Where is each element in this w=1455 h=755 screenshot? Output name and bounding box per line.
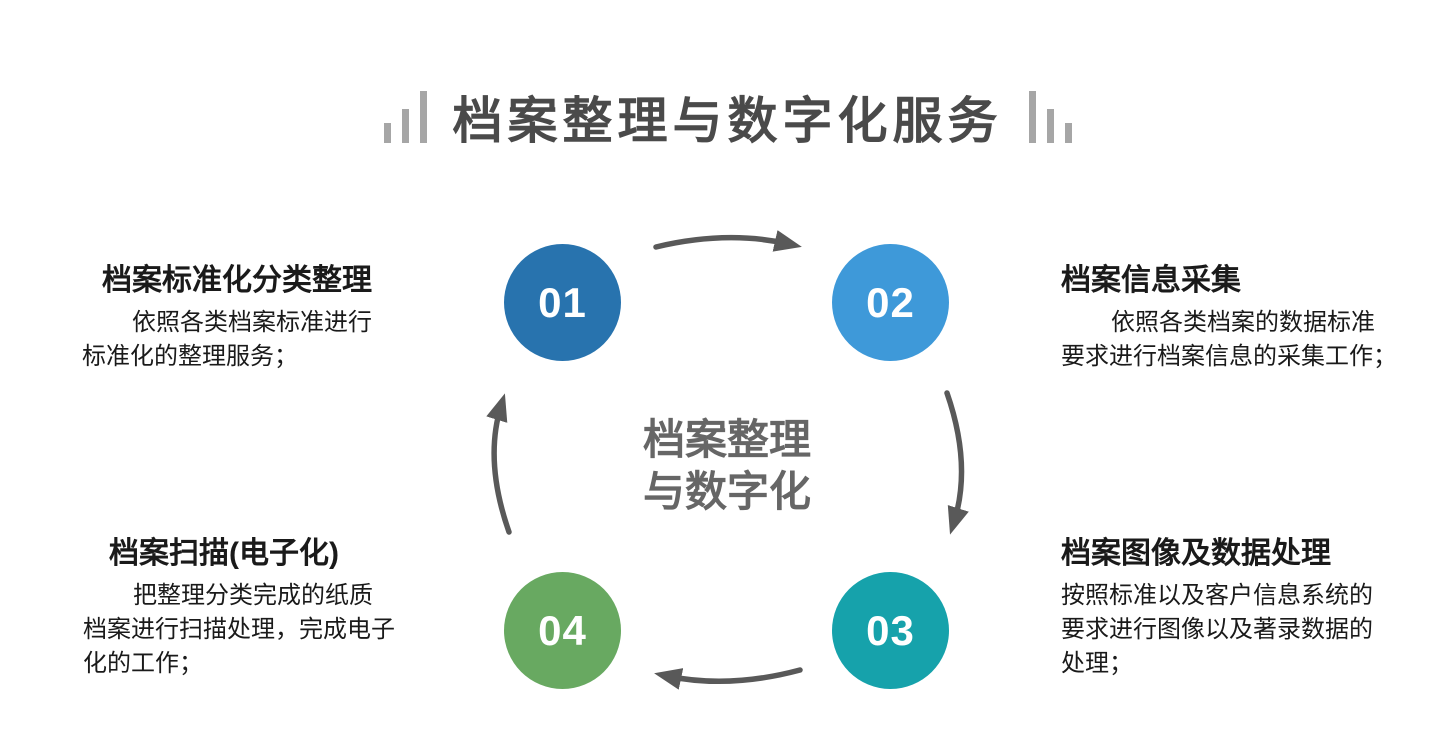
step-number: 01 xyxy=(538,278,587,326)
step-number: 03 xyxy=(866,606,915,654)
bar-large xyxy=(419,91,427,143)
step-body-line: 化的工作； xyxy=(83,650,203,677)
step-number: 04 xyxy=(538,606,587,654)
arrow-left-icon xyxy=(486,393,512,535)
bar-large xyxy=(1028,91,1036,143)
step-body-line: 依照各类档案的数据标准 xyxy=(1111,309,1375,336)
step-body-line: 把整理分类完成的纸质 xyxy=(133,582,373,609)
bar-medium xyxy=(1046,109,1054,143)
bar-chart-descending-icon xyxy=(1028,91,1072,143)
arrow-bottom-icon xyxy=(654,667,803,690)
step-circle-04: 04 xyxy=(504,572,621,689)
center-label-line1: 档案整理 xyxy=(642,416,811,463)
step-circle-01: 01 xyxy=(504,244,621,361)
page-title: 档案整理与数字化服务 xyxy=(452,93,1003,149)
step-circle-02: 02 xyxy=(832,244,949,361)
step-block-04: 档案扫描(电子化) 把整理分类完成的纸质 档案进行扫描处理，完成电子 化的工作； xyxy=(83,536,428,681)
step-body-line: 按照标准以及客户信息系统的 xyxy=(1061,582,1373,609)
step-circle-03: 03 xyxy=(832,572,949,689)
step-title: 档案信息采集 xyxy=(1061,264,1241,297)
header: 档案整理与数字化服务 xyxy=(0,62,1455,172)
step-block-03: 档案图像及数据处理 按照标准以及客户信息系统的 要求进行图像以及著录数据的 处理… xyxy=(1061,536,1416,681)
bar-chart-ascending-icon xyxy=(383,91,427,143)
step-title: 档案标准化分类整理 xyxy=(102,264,372,297)
step-body: 依照各类档案的数据标准 要求进行档案信息的采集工作； xyxy=(1061,306,1411,374)
arrow-top-icon xyxy=(653,230,802,252)
step-body: 把整理分类完成的纸质 档案进行扫描处理，完成电子 化的工作； xyxy=(83,579,428,681)
step-body: 按照标准以及客户信息系统的 要求进行图像以及著录数据的 处理； xyxy=(1061,579,1416,681)
step-body: 依照各类档案标准进行 标准化的整理服务； xyxy=(82,306,412,374)
step-body-line: 标准化的整理服务； xyxy=(82,343,298,370)
step-title: 档案图像及数据处理 xyxy=(1061,537,1331,570)
arrow-right-icon xyxy=(944,390,969,535)
step-body-line: 档案进行扫描处理，完成电子 xyxy=(83,616,395,643)
cycle-center-label: 档案整理 与数字化 xyxy=(567,414,887,518)
step-title: 档案扫描(电子化) xyxy=(109,537,339,570)
step-body-line: 要求进行档案信息的采集工作； xyxy=(1061,343,1397,370)
bar-small xyxy=(383,123,391,143)
step-body-line: 依照各类档案标准进行 xyxy=(132,309,372,336)
step-body-line: 要求进行图像以及著录数据的 xyxy=(1061,616,1373,643)
bar-medium xyxy=(401,109,409,143)
center-label-line2: 与数字化 xyxy=(642,468,811,515)
step-block-02: 档案信息采集 依照各类档案的数据标准 要求进行档案信息的采集工作； xyxy=(1061,263,1411,374)
step-body-line: 处理； xyxy=(1061,650,1133,677)
step-block-01: 档案标准化分类整理 依照各类档案标准进行 标准化的整理服务； xyxy=(82,263,412,374)
bar-small xyxy=(1064,123,1072,143)
step-number: 02 xyxy=(866,278,915,326)
